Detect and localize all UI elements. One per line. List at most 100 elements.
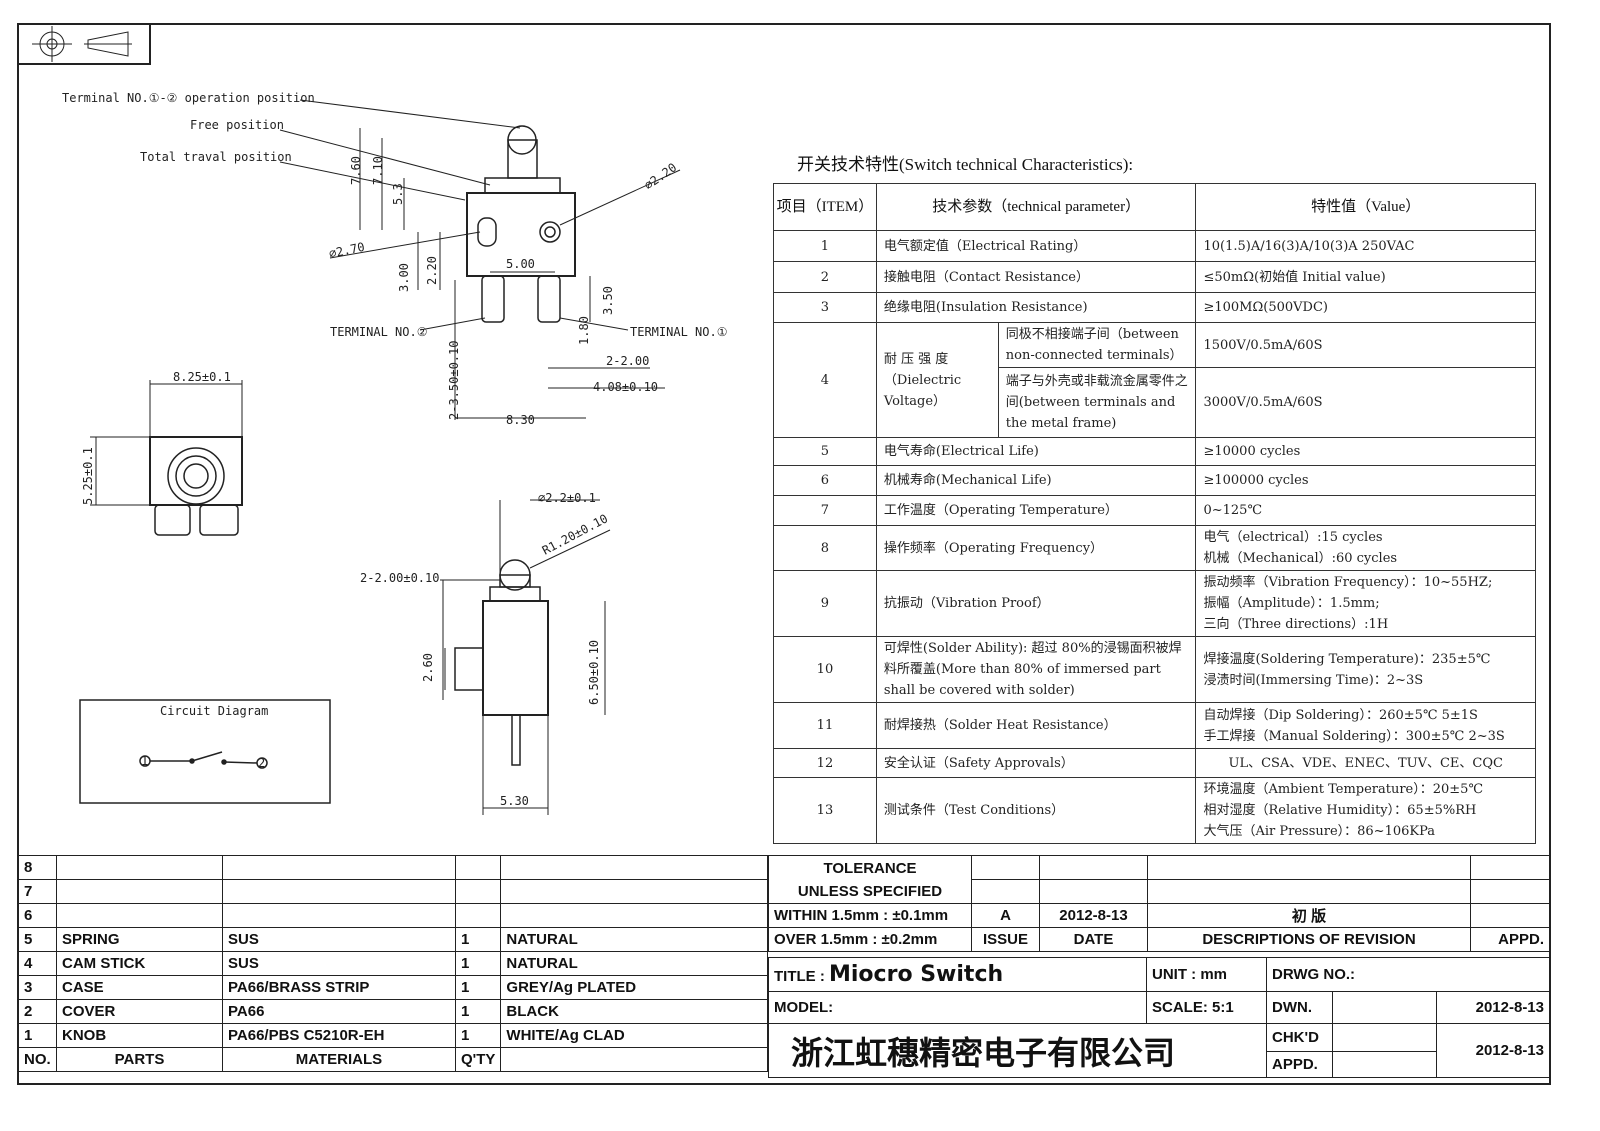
dim-label: 5.30 — [500, 794, 529, 808]
cell: UL、CSA、VDE、ENEC、TUV、CE、CQC — [1195, 748, 1536, 778]
cell: 同极不相接端子间（between non-connected terminals… — [997, 322, 1197, 368]
parts-part — [56, 855, 223, 880]
cell: 0~125℃ — [1195, 495, 1536, 526]
cell: 13 — [773, 777, 877, 844]
parts-qty: 1 — [454, 999, 502, 1024]
cell: 4 — [773, 322, 877, 438]
value-line: 大气压（Air Pressure）：86~106KPa — [1203, 824, 1436, 839]
parts-material: PA66 — [222, 999, 456, 1024]
value-line: 振动频率（Vibration Frequency）：10~55HZ; — [1203, 575, 1493, 590]
cell: 7 — [773, 495, 877, 526]
title-cell: TITLE : Miocro Switch — [768, 957, 1147, 992]
cell: ≥10000 cycles — [1195, 437, 1536, 466]
cell: 电气寿命(Electrical Life) — [875, 437, 1197, 466]
parts-part: CAM STICK — [56, 951, 223, 976]
parts-material: SUS — [222, 927, 456, 952]
description-header: DESCRIPTIONS OF REVISION — [1147, 927, 1471, 952]
switch-main-view — [279, 99, 681, 420]
parts-part: CASE — [56, 975, 223, 1000]
date-value: 2012-8-13 — [1039, 903, 1148, 928]
parts-part: SPRING — [56, 927, 223, 952]
text: TOLERANCE — [823, 859, 917, 877]
scale-cell: SCALE: 5:1 — [1146, 991, 1267, 1024]
parts-finish — [500, 879, 768, 904]
value-line: 相对湿度（Relative Humidity）：65±5%RH — [1203, 803, 1477, 818]
dim-label: ⌀2.2±0.1 — [538, 491, 596, 505]
cell: 测试条件（Test Conditions） — [875, 777, 1197, 844]
label: Total traval position — [140, 150, 292, 164]
dim-label: 3.00 — [397, 263, 411, 292]
dim-label: 1.80 — [577, 316, 591, 345]
parts-no: 7 — [18, 879, 57, 904]
cell: 机械寿命(Mechanical Life) — [875, 465, 1197, 496]
parts-finish: NATURAL — [500, 951, 768, 976]
date-header: DATE — [1039, 927, 1148, 952]
switch-front-view — [90, 380, 243, 536]
dim-label: TERMINAL NO.① — [630, 325, 727, 339]
cell: 安全认证（Safety Approvals） — [875, 748, 1197, 778]
checked-date: 2012-8-13 — [1436, 1023, 1550, 1078]
cell: 6 — [773, 465, 877, 496]
parts-material — [222, 903, 456, 928]
header-materials: MATERIALS — [222, 1047, 456, 1072]
cell: 抗振动（Vibration Proof） — [875, 570, 1197, 637]
dim-label: 5.3 — [391, 183, 405, 205]
parts-row: 7 — [18, 879, 768, 904]
title-label: TITLE : — [774, 968, 825, 985]
parts-no: 6 — [18, 903, 57, 928]
cell: 11 — [773, 702, 877, 749]
cell: 3000V/0.5mA/60S — [1195, 367, 1536, 438]
scale-value: 5:1 — [1212, 999, 1234, 1016]
dim-label: 2.60 — [421, 653, 435, 682]
parts-material — [222, 855, 456, 880]
spec-title: 开关技术特性(Switch technical Characteristics)… — [797, 155, 1134, 174]
cell: 1500V/0.5mA/60S — [1195, 322, 1536, 368]
drawn-date: 2012-8-13 — [1436, 991, 1550, 1024]
label: Free position — [190, 118, 284, 132]
terminal-label: 1 — [141, 754, 148, 768]
parts-qty — [454, 879, 502, 904]
dim-label: 8.25±0.1 — [173, 370, 231, 384]
value-line: 环境温度（Ambient Temperature）：20±5℃ — [1203, 782, 1484, 797]
header-value: 特性值（Value） — [1195, 183, 1536, 231]
parts-qty: 1 — [454, 927, 502, 952]
parts-finish: NATURAL — [500, 927, 768, 952]
parts-qty — [454, 855, 502, 880]
dim-label: 2-3.50±0.10 — [447, 341, 461, 420]
dim-label: ⌀2.70 — [328, 240, 366, 261]
value-line: 机械（Mechanical）:60 cycles — [1203, 551, 1398, 566]
dim-label: 8.30 — [506, 413, 535, 427]
parts-qty — [454, 903, 502, 928]
dim-label: 5.25±0.1 — [81, 447, 95, 505]
value-line: 浸渍时间(Immersing Time)：2~3S — [1203, 672, 1424, 688]
parts-finish — [500, 855, 768, 880]
revision-description: 初 版 — [1147, 903, 1471, 928]
dim-label: 4.08±0.10 — [593, 380, 658, 394]
value-line: 自动焊接（Dip Soldering）：260±5℃ 5±1S — [1203, 707, 1478, 723]
parts-no: 5 — [18, 927, 57, 952]
model-label: MODEL: — [768, 991, 1147, 1024]
dim-label: 6.50±0.10 — [587, 640, 601, 705]
cell: 10(1.5)A/16(3)A/10(3)A 250VAC — [1195, 230, 1536, 262]
dim-label: 2-2.00±0.10 — [360, 571, 439, 585]
parts-finish: BLACK — [500, 999, 768, 1024]
value-line: 三向（Three directions）:1H — [1203, 617, 1389, 632]
drawing-number-label: DRWG NO.: — [1266, 957, 1550, 992]
parts-no: 2 — [18, 999, 57, 1024]
cell: 操作频率（Operating Frequency） — [875, 525, 1197, 571]
header-param: 技术参数（technical parameter） — [875, 183, 1197, 231]
